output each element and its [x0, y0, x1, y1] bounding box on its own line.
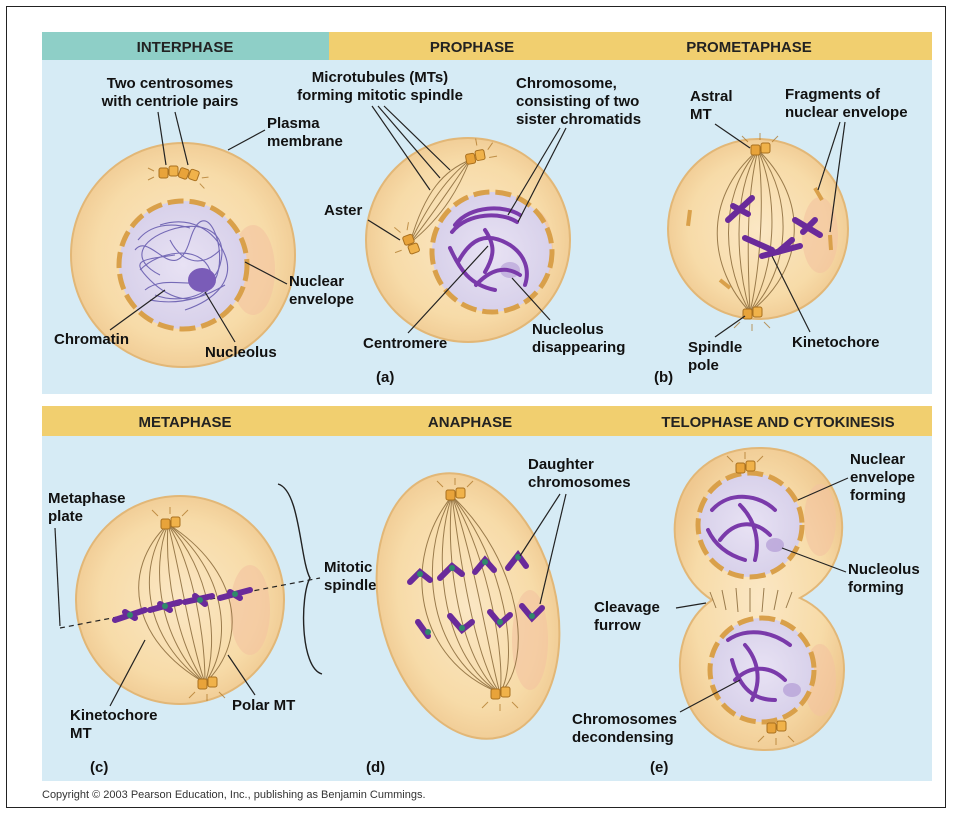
label-spindle-pole-1: Spindle [688, 339, 742, 356]
nucleolus-blob [188, 268, 216, 292]
copyright-text: Copyright © 2003 Pearson Education, Inc.… [42, 789, 426, 801]
label-nuclear-env-2: envelope [289, 291, 354, 308]
label-metaphase-plate-1: Metaphase [48, 490, 126, 507]
label-nucleolus-dis-1: Nucleolus [532, 321, 604, 338]
label-aster: Aster [324, 202, 363, 219]
label-centrosomes-1: Two centrosomes [107, 75, 233, 92]
label-astral-1: Astral [690, 88, 733, 105]
label-mitotic-spindle-2: spindle [324, 577, 377, 594]
label-nucleolus-dis-2: disappearing [532, 339, 625, 356]
label-mitotic-spindle-1: Mitotic [324, 559, 372, 576]
label-nuclear-env-1: Nuclear [289, 273, 344, 290]
label-metaphase-plate-2: plate [48, 508, 83, 525]
panel-letter-b: (b) [654, 369, 673, 386]
panel-letter-e: (e) [650, 759, 668, 776]
header-bar-prophase [329, 32, 932, 60]
label-kinetochore-mt-1: Kinetochore [70, 707, 158, 724]
header-anaphase: ANAPHASE [428, 414, 512, 431]
label-nucleolus-forming-2: forming [848, 579, 904, 596]
label-nuc-env-forming-3: forming [850, 487, 906, 504]
label-nuc-env-forming-1: Nuclear [850, 451, 905, 468]
label-spindle-pole-2: pole [688, 357, 719, 374]
header-prometaphase: PROMETAPHASE [686, 39, 812, 56]
label-fragments-2: nuclear envelope [785, 104, 908, 121]
panel-letter-a: (a) [376, 369, 394, 386]
header-interphase: INTERPHASE [137, 39, 234, 56]
label-fragments-1: Fragments of [785, 86, 881, 103]
label-plasma-2: membrane [267, 133, 343, 150]
panel-letter-c: (c) [90, 759, 108, 776]
label-nuc-env-forming-2: envelope [850, 469, 915, 486]
label-chromosome-1: Chromosome, [516, 75, 617, 92]
label-chrom-decond-2: decondensing [572, 729, 674, 746]
label-mt-2: forming mitotic spindle [297, 87, 463, 104]
label-chromatin: Chromatin [54, 331, 129, 348]
label-kinetochore-mt-2: MT [70, 725, 92, 742]
panel-letter-d: (d) [366, 759, 385, 776]
label-chrom-decond-1: Chromosomes [572, 711, 677, 728]
label-kinetochore: Kinetochore [792, 334, 880, 351]
label-daughter-1: Daughter [528, 456, 594, 473]
label-plasma-1: Plasma [267, 115, 320, 132]
label-chromosome-2: consisting of two [516, 93, 639, 110]
label-cleavage-1: Cleavage [594, 599, 660, 616]
label-nucleolus: Nucleolus [205, 344, 277, 361]
label-chromosome-3: sister chromatids [516, 111, 641, 128]
header-metaphase: METAPHASE [138, 414, 231, 431]
label-astral-2: MT [690, 106, 712, 123]
label-mt-1: Microtubules (MTs) [312, 69, 448, 86]
label-polar-mt: Polar MT [232, 697, 295, 714]
label-cleavage-2: furrow [594, 617, 641, 634]
prophase-cell [366, 135, 570, 342]
label-centrosomes-2: with centriole pairs [101, 93, 239, 110]
label-daughter-2: chromosomes [528, 474, 631, 491]
header-telophase: TELOPHASE AND CYTOKINESIS [661, 414, 894, 431]
header-prophase: PROPHASE [430, 39, 514, 56]
label-centromere: Centromere [363, 335, 447, 352]
label-nucleolus-forming-1: Nucleolus [848, 561, 920, 578]
